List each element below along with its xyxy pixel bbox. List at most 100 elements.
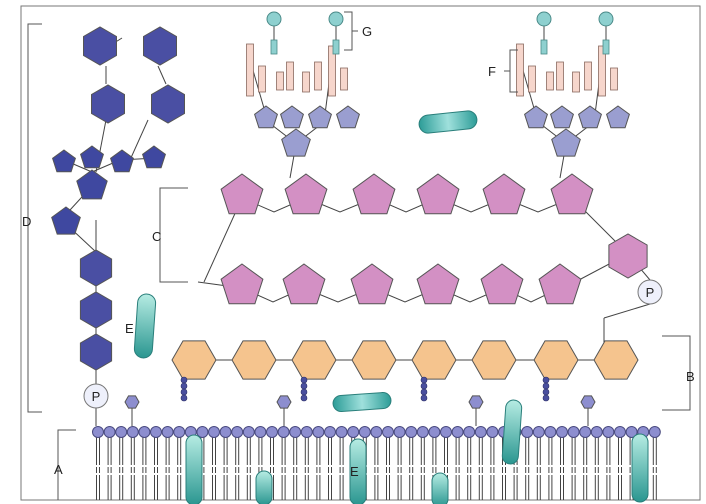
proteins: [133, 110, 649, 504]
blue-pentagon: [142, 145, 166, 169]
pink-pentagon: [350, 263, 394, 305]
label-E-upper: E: [125, 321, 134, 336]
sialic-acid-circle: [598, 11, 614, 27]
glycolipid-head: [468, 395, 484, 409]
label-F: F: [488, 64, 496, 79]
light-pentagon: [280, 105, 304, 129]
light-pentagon: [254, 105, 278, 129]
pink-sugar-chain: [197, 173, 651, 305]
lipid-head: [567, 426, 580, 438]
protein-E: [133, 293, 157, 359]
sulfate-bead: [542, 376, 550, 384]
orange-sugar-chain: [95, 303, 651, 426]
blue-pentagon: [51, 206, 81, 235]
pink-pentagon: [220, 263, 264, 305]
pink-pentagon: [482, 173, 526, 215]
glycolipid-chain: [51, 26, 185, 384]
lipid-head: [115, 426, 128, 438]
lipid-head: [103, 426, 116, 438]
glycolipid-head: [276, 395, 292, 409]
floating-protein-body: [418, 110, 478, 134]
transmembrane-protein-body: [501, 399, 523, 465]
pink-pentagon: [284, 173, 328, 215]
lipid-head: [440, 426, 452, 438]
blue-pentagon: [52, 149, 76, 173]
light-pentagon: [551, 128, 581, 157]
pink-bar: [258, 65, 266, 93]
pink-bar: [556, 61, 564, 91]
lipid-head: [614, 426, 626, 438]
blue-hexagon: [143, 26, 177, 66]
blue-hexagon: [79, 291, 113, 329]
lipid-head: [405, 426, 418, 438]
light-pentagon: [524, 105, 548, 129]
lipid-head: [451, 426, 464, 438]
light-pentagon: [578, 105, 602, 129]
pink-bar: [246, 43, 254, 97]
transmembrane-protein: [501, 399, 523, 465]
orange-hexagon: [533, 340, 579, 380]
lipid-head: [393, 426, 406, 438]
blue-hexagon: [151, 84, 185, 124]
lipid-head: [277, 426, 290, 438]
pink-pentagon: [416, 263, 460, 305]
orange-hexagon: [471, 340, 517, 380]
transmembrane-protein-body: [631, 433, 649, 503]
light-pentagon: [308, 105, 332, 129]
pink-bar: [598, 45, 606, 97]
lipid-head: [300, 426, 313, 438]
lipid-head: [428, 426, 441, 438]
teal-bar: [540, 39, 548, 55]
chain-link: [129, 119, 149, 161]
plasma-membrane: [92, 395, 666, 500]
sulfate-bead: [180, 394, 188, 402]
sulfate-bead: [420, 388, 428, 396]
lipid-head: [208, 426, 220, 438]
lipid-head: [242, 426, 255, 438]
glycolipid-head: [580, 395, 596, 409]
lipid-head: [196, 426, 209, 438]
transmembrane-protein-body: [349, 438, 367, 504]
blue-pentagon: [76, 169, 108, 200]
lipid-head: [231, 426, 244, 438]
lipid-head: [532, 426, 545, 438]
label-E-lower: E: [350, 464, 359, 479]
transmembrane-protein: [631, 433, 649, 503]
lipid-head: [219, 426, 232, 438]
sulfate-bead: [420, 382, 428, 390]
pink-bar: [572, 71, 580, 93]
lipid-head: [161, 426, 174, 438]
lipid-head: [254, 426, 267, 438]
label-B: B: [686, 369, 695, 384]
orange-hexagon: [351, 340, 397, 380]
floating-protein: [418, 110, 478, 134]
lipid-head: [92, 426, 104, 438]
sulfate-bead: [300, 388, 308, 396]
protein-E-body: [133, 293, 157, 359]
sulfate-bead: [300, 382, 308, 390]
pink-pentagon: [282, 263, 326, 305]
lipid-head: [138, 426, 151, 438]
pink-pentagon: [220, 173, 264, 215]
orange-hexagon: [291, 340, 337, 380]
sulfate-bead: [420, 394, 428, 402]
blue-hexagon: [79, 249, 113, 287]
lipid-head: [358, 426, 371, 438]
lipid-head: [463, 426, 476, 438]
teal-bar: [332, 39, 340, 55]
sialic-acid-circle: [328, 11, 344, 27]
label-C: C: [152, 229, 161, 244]
blue-hexagon: [83, 26, 117, 66]
lipid-head: [312, 426, 325, 438]
label-G: G: [362, 24, 372, 39]
transmembrane-protein: [255, 470, 273, 504]
phosphate-left-label: P: [92, 389, 101, 404]
label-D: D: [22, 214, 31, 229]
floating-protein: [332, 392, 392, 412]
pink-hexagon: [608, 233, 648, 279]
sulfate-bead: [180, 376, 188, 384]
chain-link: [157, 65, 167, 85]
lipid-head: [544, 426, 557, 438]
pink-bar: [314, 61, 322, 91]
lipid-head: [347, 426, 360, 438]
